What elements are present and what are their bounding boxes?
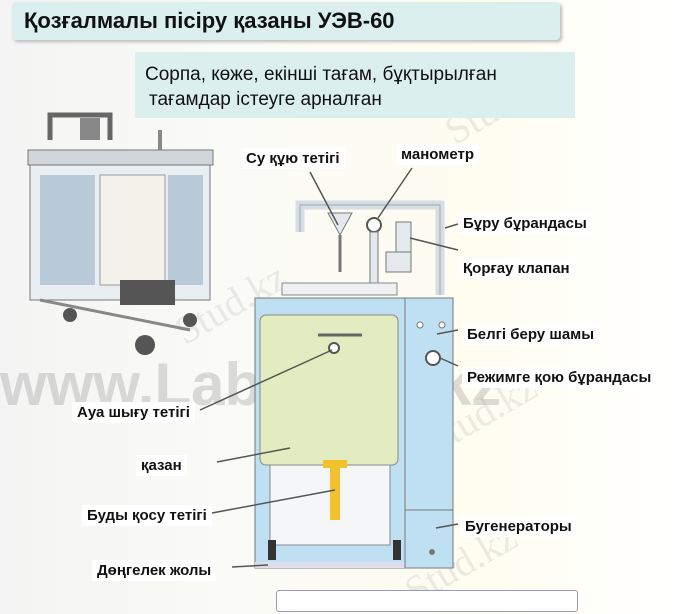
label-steam-generator: Бугенераторы	[460, 516, 577, 537]
label-mode-screw: Режимге қою бұрандасы	[462, 367, 657, 388]
subtitle: Сорпа, көже, екінші тағам, бұқтырылған т…	[135, 52, 575, 118]
leader-lines	[199, 167, 459, 568]
label-kettle: қазан	[136, 455, 187, 476]
label-wheel-track: Дөңгелек жолы	[92, 560, 217, 581]
label-bend-screw: Бұру бұрандасы	[458, 213, 592, 234]
label-safety-valve: Қорғау клапан	[458, 258, 575, 279]
label-steam-valve: Буды қосу тетігі	[82, 505, 212, 526]
kettle-photo	[27, 112, 459, 569]
subtitle-line: тағамдар істеуге арналған	[149, 89, 382, 110]
kettle-schematic	[254, 200, 455, 569]
page-title: Қозғалмалы пісіру қазаны УЭВ-60	[12, 2, 560, 40]
label-air-valve: Ауа шығу тетігі	[72, 402, 195, 423]
label-signal-lamp: Белгі беру шамы	[462, 324, 600, 345]
photo-kettle-illustration	[27, 112, 214, 355]
label-manometer: манометр	[396, 144, 480, 165]
bottom-box	[276, 590, 578, 612]
label-water-valve: Су құю тетігі	[241, 148, 345, 169]
subtitle-line: Сорпа, көже, екінші тағам, бұқтырылған	[145, 64, 497, 85]
